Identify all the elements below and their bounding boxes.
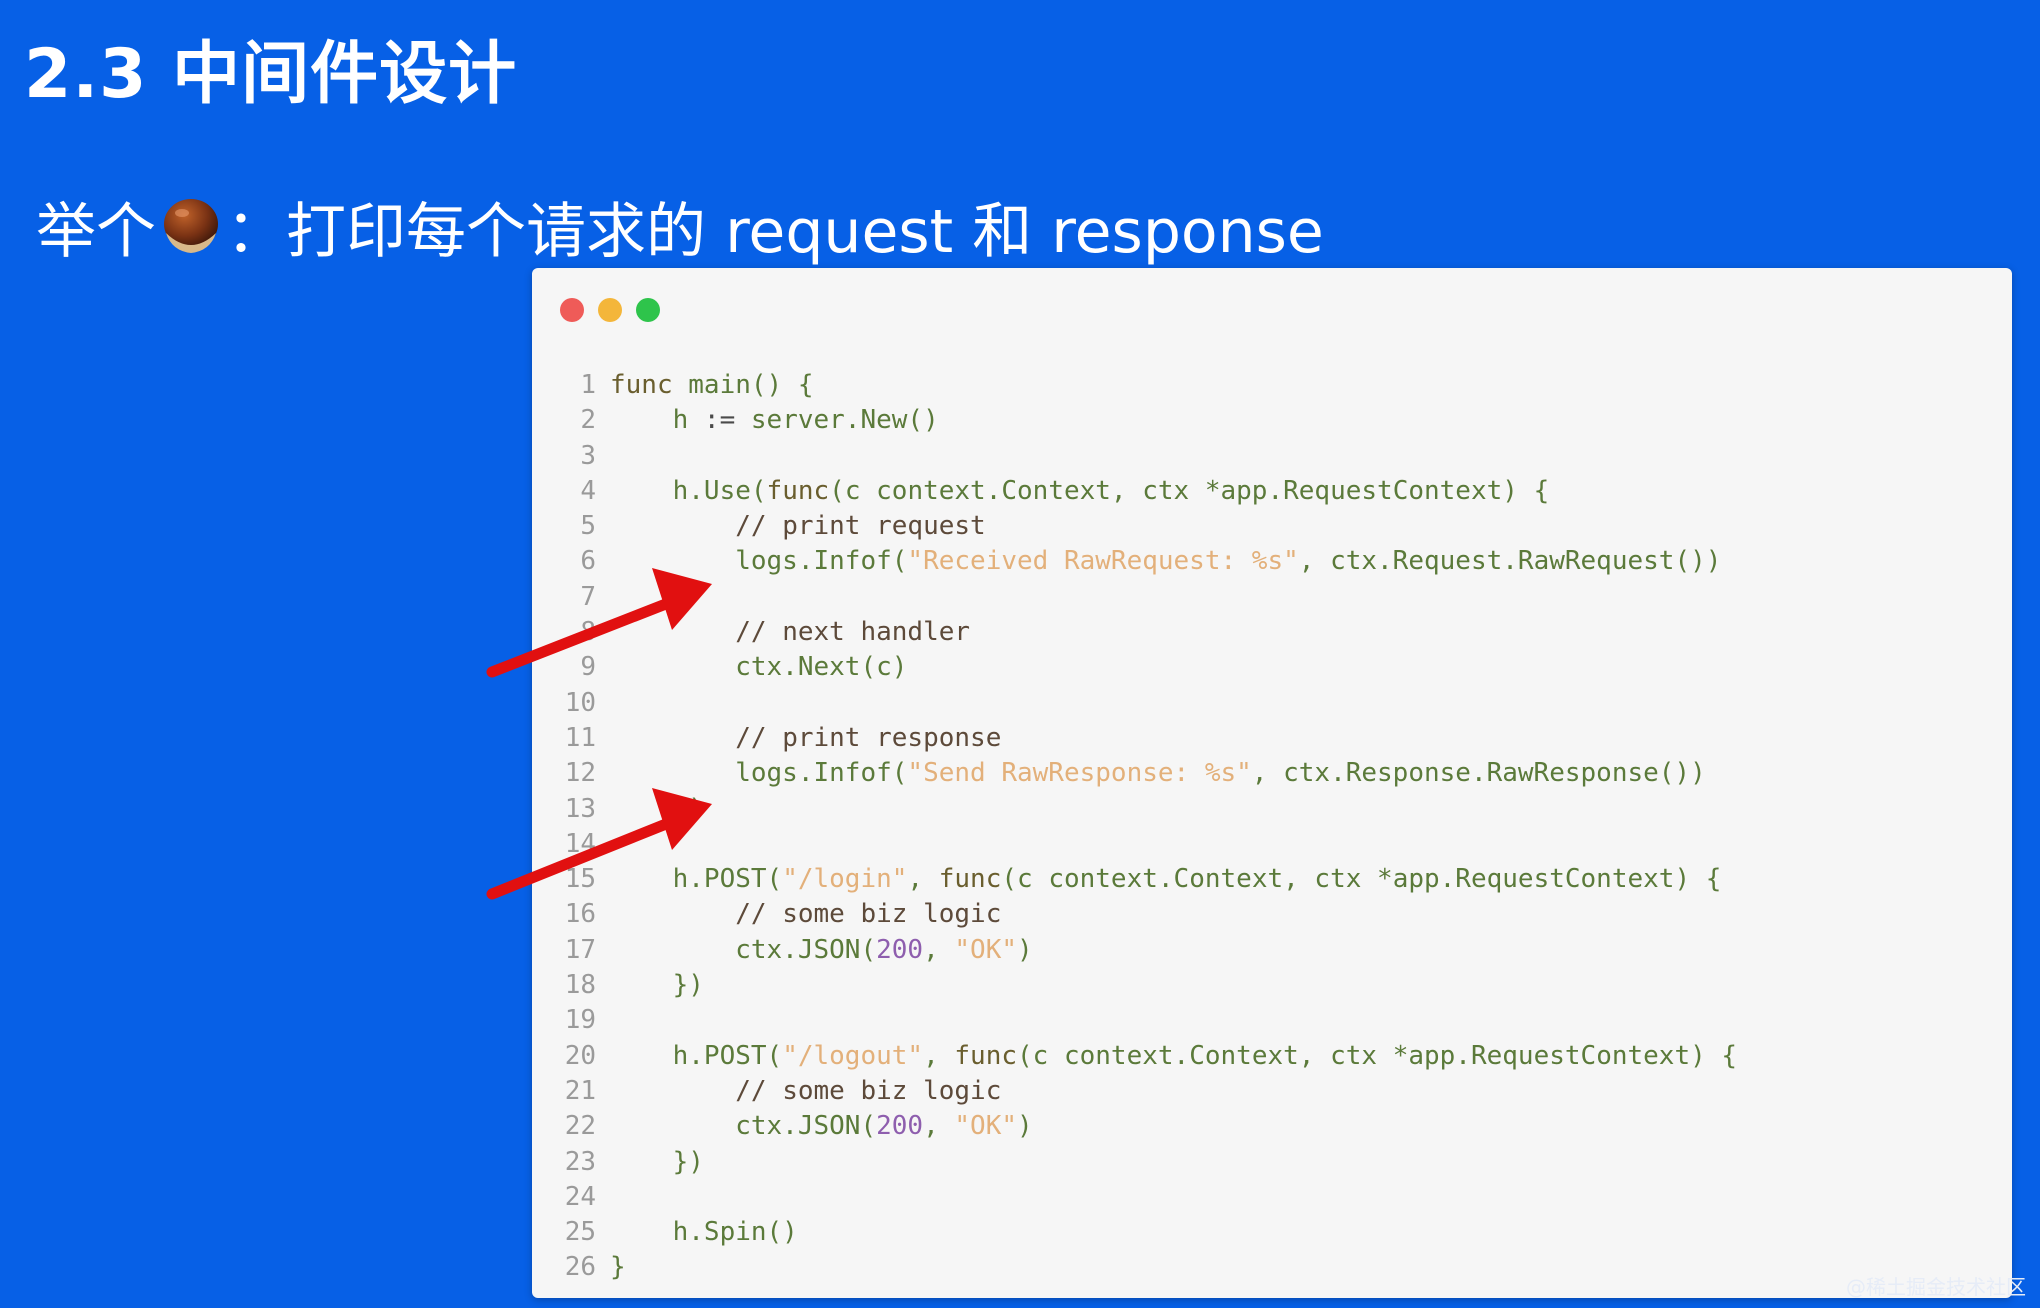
- line-number: 16: [564, 899, 596, 930]
- line-text: ctx.JSON(200, "OK"): [610, 1111, 1033, 1142]
- close-dot-icon[interactable]: [560, 298, 584, 322]
- chestnut-emoji-icon: [164, 199, 218, 253]
- line-text: // some biz logic: [735, 1075, 1002, 1106]
- line-number: 2: [580, 405, 596, 436]
- window-controls: [560, 298, 660, 322]
- line-number: 25: [564, 1217, 596, 1248]
- slide-title: 2.3 中间件设计: [24, 35, 518, 114]
- line-text: // print response: [735, 722, 1002, 753]
- line-number: 3: [580, 440, 596, 471]
- line-text: h.POST("/login", func(c context.Context,…: [610, 864, 1722, 895]
- code-line: 26}: [532, 1250, 2012, 1285]
- line-number: 26: [564, 1252, 596, 1283]
- code-line: 8 // next handler: [532, 615, 2012, 650]
- code-line: 1 func main() {: [532, 368, 2012, 403]
- code-line: 4 h.Use(func(c context.Context, ctx *app…: [532, 474, 2012, 509]
- line-text: h := server.New(): [610, 405, 939, 436]
- line-number: 19: [564, 1005, 596, 1036]
- minimize-dot-icon[interactable]: [598, 298, 622, 322]
- code-line: 7: [532, 580, 2012, 615]
- line-number: 10: [564, 687, 596, 718]
- line-number: 6: [580, 546, 596, 577]
- line-number: 7: [580, 581, 596, 612]
- code-line: 18 }): [532, 968, 2012, 1003]
- code-line: 16 // some biz logic: [532, 897, 2012, 932]
- code-line: 25 h.Spin(): [532, 1215, 2012, 1250]
- line-text: logs.Infof("Received RawRequest: %s", ct…: [610, 546, 1722, 577]
- line-text: h.POST("/logout", func(c context.Context…: [610, 1040, 1738, 1071]
- subtitle-main: ：打印每个请求的 request 和 response: [226, 196, 1324, 267]
- code-line: 22 ctx.JSON(200, "OK"): [532, 1109, 2012, 1144]
- code-line: 20 h.POST("/logout", func(c context.Cont…: [532, 1039, 2012, 1074]
- line-number: 20: [564, 1040, 596, 1071]
- code-line: 23 }): [532, 1145, 2012, 1180]
- code-line: 5 // print request: [532, 509, 2012, 544]
- line-number: 17: [564, 934, 596, 965]
- line-number: 23: [564, 1146, 596, 1177]
- line-number: 21: [564, 1075, 596, 1106]
- line-number: 18: [564, 970, 596, 1001]
- line-number: 4: [580, 475, 596, 506]
- code-line: 10: [532, 686, 2012, 721]
- line-number: 12: [564, 758, 596, 789]
- line-text: // next handler: [735, 617, 971, 648]
- code-line: 3: [532, 439, 2012, 474]
- line-number: 15: [564, 864, 596, 895]
- line-number: 24: [564, 1181, 596, 1212]
- red-arrow-icon: [486, 568, 712, 678]
- code-line: 12 logs.Infof("Send RawResponse: %s", ct…: [532, 756, 2012, 791]
- code-line: 2 h := server.New(): [532, 403, 2012, 438]
- red-arrow-icon: [486, 788, 712, 900]
- line-text: }: [610, 1252, 626, 1283]
- maximize-dot-icon[interactable]: [636, 298, 660, 322]
- line-text: h.Use(func(c context.Context, ctx *app.R…: [610, 475, 1550, 506]
- code-line: 19: [532, 1003, 2012, 1038]
- line-number: 13: [564, 793, 596, 824]
- line-text: logs.Infof("Send RawResponse: %s", ctx.R…: [610, 758, 1706, 789]
- line-text: }): [610, 1146, 704, 1177]
- line-text: h.Spin(): [610, 1217, 798, 1248]
- slide-subtitle: 举个 ：打印每个请求的 request 和 response: [36, 186, 1324, 267]
- line-text: ctx.Next(c): [610, 652, 908, 683]
- line-number: 9: [580, 652, 596, 683]
- line-number: 11: [564, 722, 596, 753]
- code-line: 15 h.POST("/login", func(c context.Conte…: [532, 862, 2012, 897]
- line-number: 22: [564, 1111, 596, 1142]
- code-line: 24: [532, 1180, 2012, 1215]
- line-number: 1: [580, 370, 596, 400]
- code-line: 21 // some biz logic: [532, 1074, 2012, 1109]
- line-text: }): [610, 970, 704, 1001]
- code-line: 11 // print response: [532, 721, 2012, 756]
- line-text: ctx.JSON(200, "OK"): [610, 934, 1033, 965]
- subtitle-prefix: 举个: [36, 196, 156, 267]
- code-line: 17 ctx.JSON(200, "OK"): [532, 933, 2012, 968]
- watermark: @稀土掘金技术社区: [1846, 1275, 2026, 1299]
- line-text: // some biz logic: [735, 899, 1002, 930]
- code-line: 6 logs.Infof("Received RawRequest: %s", …: [532, 544, 2012, 579]
- line-number: 5: [580, 511, 596, 542]
- line-text: func main() {: [610, 370, 814, 400]
- code-line: 9 ctx.Next(c): [532, 650, 2012, 685]
- line-text: // print request: [735, 511, 986, 542]
